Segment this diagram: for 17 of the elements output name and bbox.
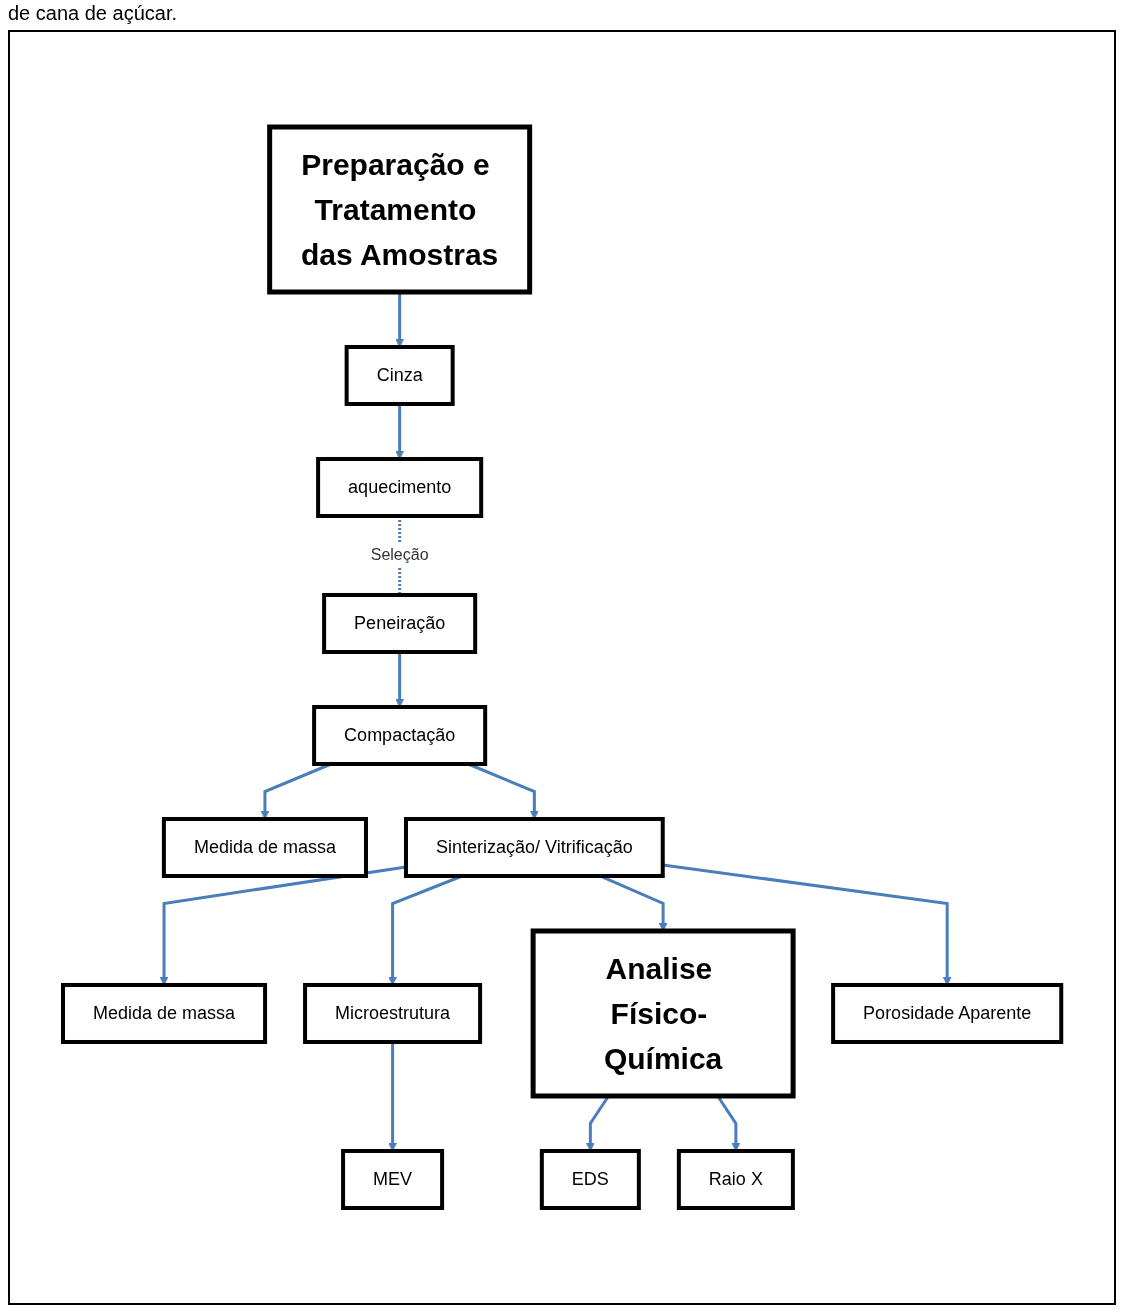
- node-box: Compactação: [312, 705, 488, 766]
- node-box: Microestrutura: [302, 983, 482, 1044]
- node-box: Preparação e Tratamento das Amostras: [267, 124, 532, 295]
- node-box: Sinterização/ Vitrificação: [403, 817, 665, 878]
- node-box: Medida de massa: [60, 983, 267, 1044]
- node-box: aquecimento: [316, 457, 484, 518]
- edge-label: Seleção: [370, 546, 429, 564]
- node-box: MEV: [340, 1149, 444, 1210]
- node-box: Cinza: [344, 345, 455, 406]
- node-box: EDS: [539, 1149, 641, 1210]
- node-box: Raio X: [676, 1149, 795, 1210]
- node-box: Peneiração: [322, 593, 478, 654]
- caption: de cana de açúcar.: [8, 2, 178, 25]
- arrow: [395, 404, 404, 460]
- node-box: Analise Físico- Química: [530, 928, 796, 1099]
- node-box: Medida de massa: [161, 817, 368, 878]
- node-box: Porosidade Aparente: [831, 983, 1064, 1044]
